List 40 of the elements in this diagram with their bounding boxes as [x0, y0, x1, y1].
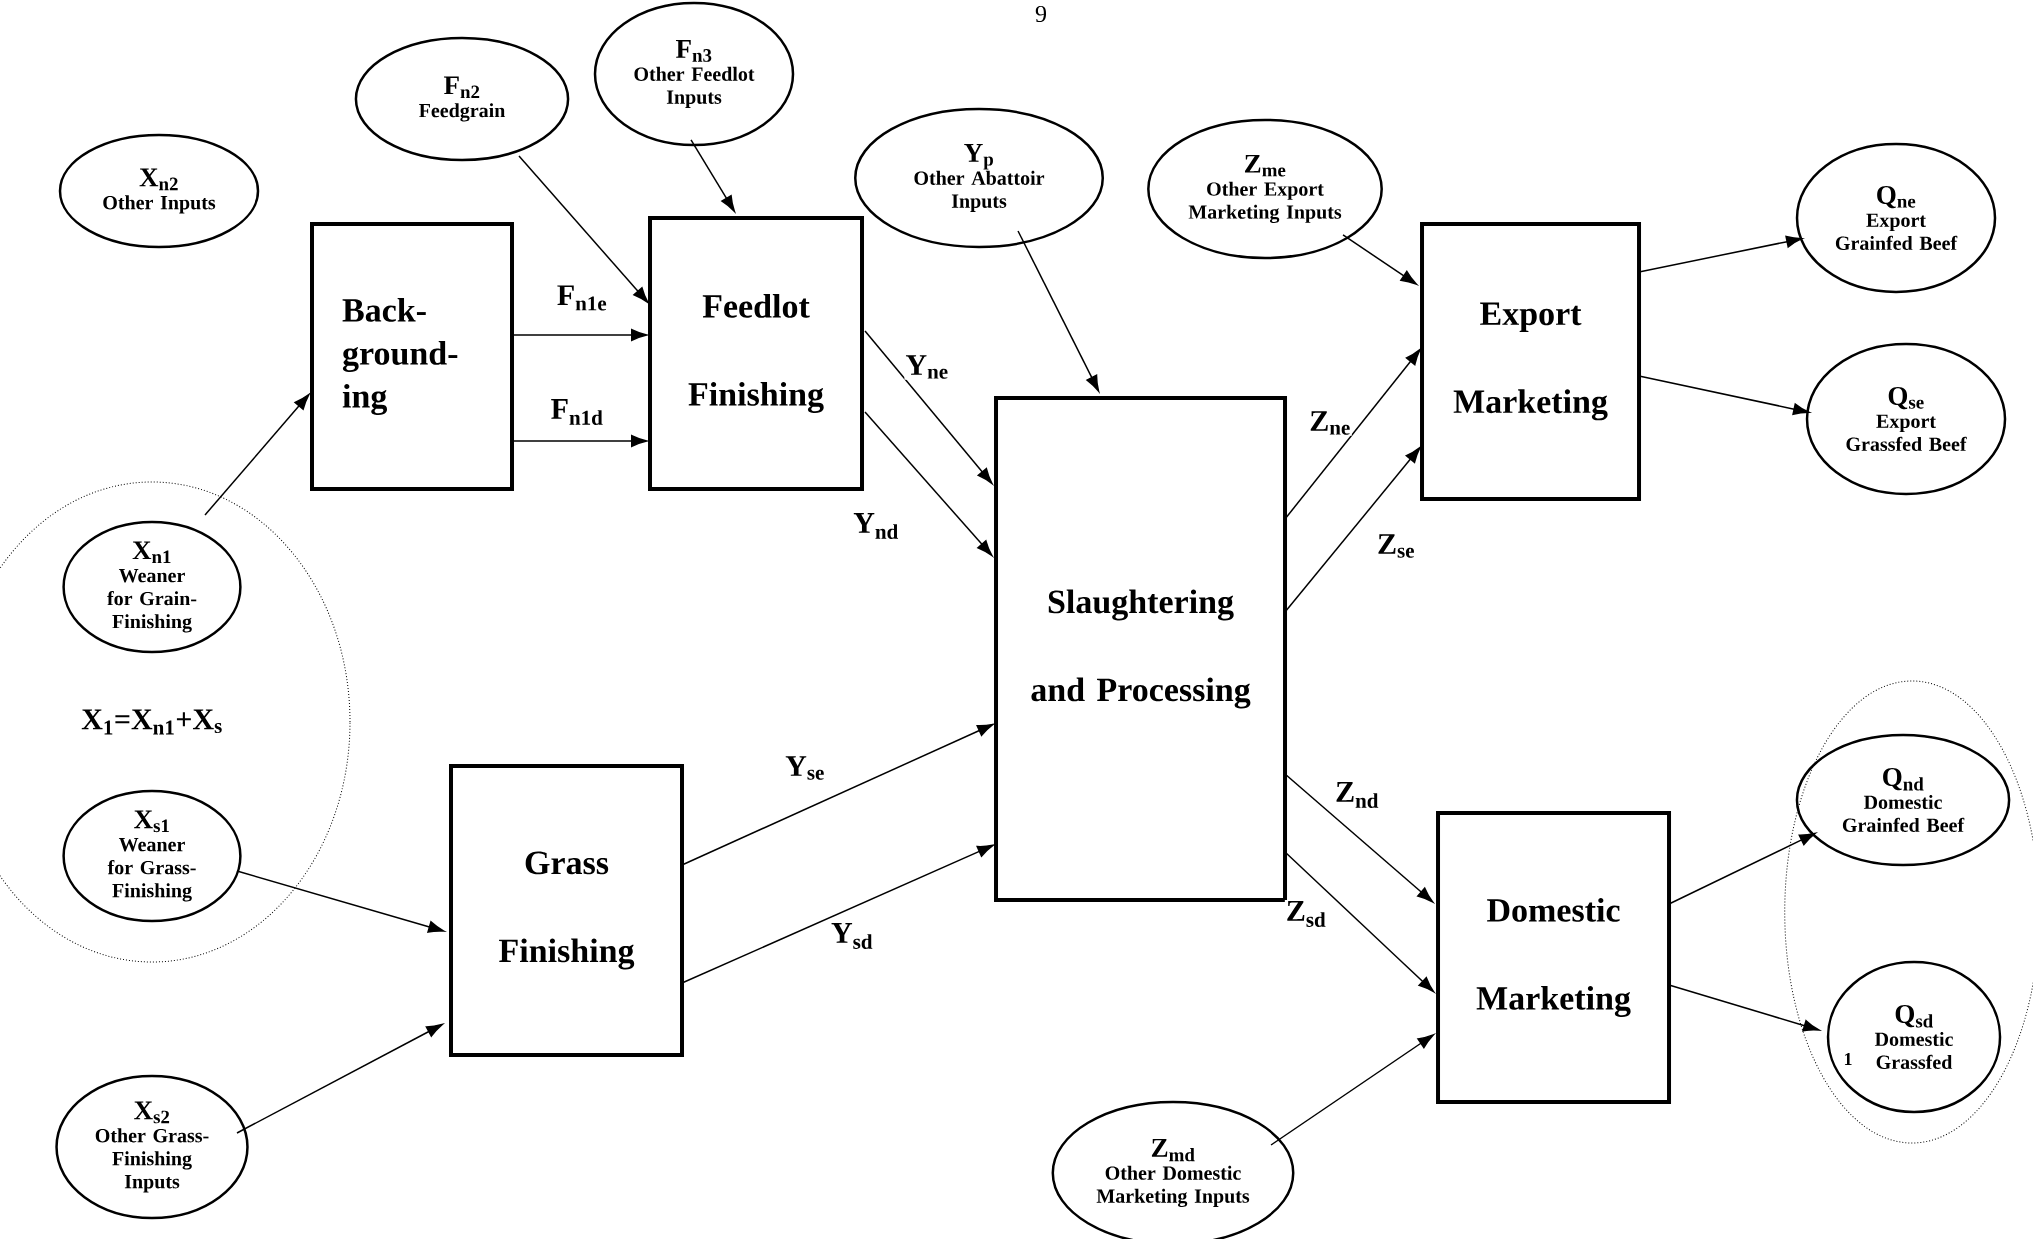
process-box: Domestic Marketing: [1436, 811, 1671, 1104]
arrow: [864, 411, 993, 557]
edge-label: Z$_{sd}$: [1284, 900, 1328, 928]
edge-label: Z$_{ne}$: [1308, 410, 1352, 436]
arrow: [1668, 832, 1816, 905]
process-box: Back- ground- ing: [310, 222, 514, 491]
arrow: [864, 330, 993, 485]
arrow: [1284, 446, 1421, 613]
arrow: [204, 393, 310, 516]
arrow: [1270, 1034, 1434, 1146]
process-box: Export Marketing: [1420, 222, 1641, 501]
process-box: Feedlot Finishing: [648, 216, 864, 491]
arrow: [1638, 375, 1810, 416]
arrow: [1342, 234, 1417, 285]
edge-label: Y$_{se}$: [784, 755, 826, 781]
arrow: [1284, 851, 1435, 993]
process-box: Grass Finishing: [449, 764, 684, 1057]
arrow: [511, 329, 648, 341]
page-number: 9: [1035, 5, 1047, 23]
arrow: [690, 139, 735, 212]
edge-label: Z$_{nd}$: [1334, 781, 1380, 809]
arrow: [236, 870, 445, 933]
arrow: [1638, 235, 1803, 273]
edge-label: F$_{n1e}$: [555, 284, 609, 312]
stray-mark: 1: [1844, 1053, 1852, 1065]
arrow: [1668, 984, 1820, 1032]
arrow: [1284, 773, 1434, 903]
edge-label: Y$_{ne}$: [904, 354, 950, 380]
edge-label: Y$_{nd}$: [852, 512, 900, 540]
arrow: [518, 155, 649, 304]
arrow: [1017, 230, 1100, 392]
edge-label: Y$_{sd}$: [830, 922, 874, 950]
arrow: [1284, 348, 1421, 520]
arrow: [681, 723, 994, 866]
edge-label: Z$_{se}$: [1376, 533, 1416, 559]
arrow: [681, 844, 994, 984]
edge-label: F$_{n1d}$: [549, 398, 605, 426]
arrow: [511, 435, 648, 447]
arrow: [236, 1023, 443, 1134]
process-box: Slaughtering and Processing: [994, 396, 1287, 902]
